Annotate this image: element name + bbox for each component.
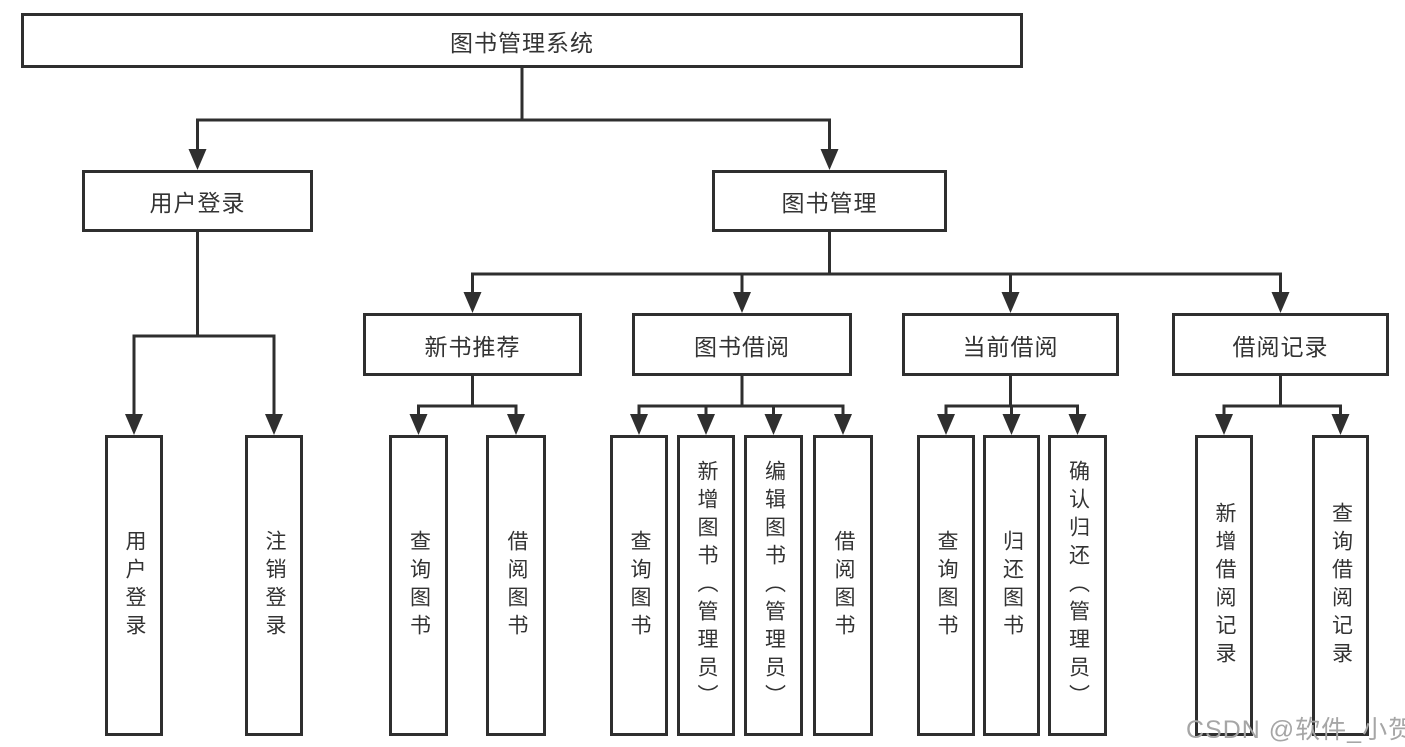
arrowhead	[125, 414, 283, 435]
leaf-query-books-borrow: 查询图书	[610, 435, 668, 736]
leaf-add-book-admin: 新增图书（管理员）	[677, 435, 735, 736]
leaf-borrow-books-borrow: 借阅图书	[813, 435, 873, 736]
connector-login-to-leaves	[125, 232, 283, 435]
leaf-query-books-current: 查询图书	[917, 435, 975, 736]
leaf-return-book: 归还图书	[983, 435, 1040, 736]
arrowhead	[1215, 414, 1350, 435]
arrowhead	[630, 414, 852, 435]
leaf-logout: 注销登录	[245, 435, 303, 736]
leaf-confirm-return-admin: 确认归还（管理员）	[1048, 435, 1107, 736]
root-node-library-system: 图书管理系统	[21, 13, 1023, 68]
node-current-borrow: 当前借阅	[902, 313, 1119, 376]
arrowhead	[188, 149, 839, 170]
connector-borrow-to-leaves	[630, 376, 852, 435]
leaf-query-books-recommend: 查询图书	[389, 435, 448, 736]
arrowhead	[463, 292, 1290, 313]
connector-records-to-leaves	[1215, 376, 1350, 435]
node-borrow-records: 借阅记录	[1172, 313, 1389, 376]
leaf-borrow-books-recommend: 借阅图书	[486, 435, 546, 736]
node-book-borrow: 图书借阅	[632, 313, 852, 376]
arrowhead	[937, 414, 1087, 435]
node-new-book-recommend: 新书推荐	[363, 313, 582, 376]
connector-current-to-leaves	[937, 376, 1087, 435]
leaf-user-login: 用户登录	[105, 435, 163, 736]
node-book-management: 图书管理	[712, 170, 947, 232]
connector-root-to-level2	[188, 68, 839, 170]
node-user-login: 用户登录	[82, 170, 313, 232]
connector-newbook-to-leaves	[409, 376, 525, 435]
leaf-add-borrow-record: 新增借阅记录	[1195, 435, 1253, 736]
connector-mgmt-to-sections	[463, 232, 1290, 313]
leaf-edit-book-admin: 编辑图书（管理员）	[744, 435, 803, 736]
csdn-watermark: CSDN @软件_小贺同学	[1186, 716, 1405, 744]
arrowhead	[409, 414, 525, 435]
leaf-query-borrow-record: 查询借阅记录	[1312, 435, 1369, 736]
